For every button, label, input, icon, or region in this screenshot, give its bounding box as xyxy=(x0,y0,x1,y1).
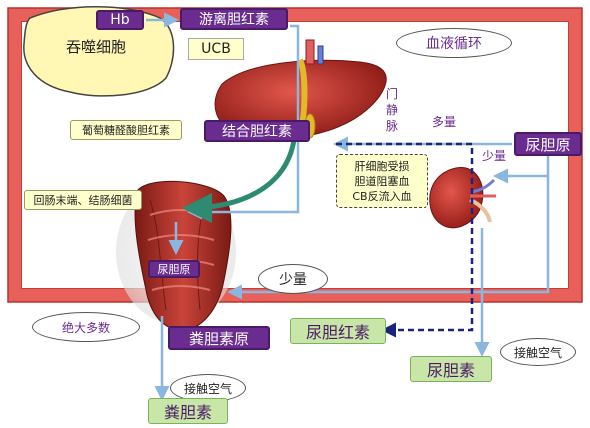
large-amount-label: 多量 xyxy=(432,115,457,129)
ucb-box: UCB xyxy=(188,38,244,60)
liver-damage-line-3: CB反流入血 xyxy=(352,189,412,203)
arrow-circulation-bottom xyxy=(236,176,550,294)
glucuronide-box: 葡萄糖醛酸胆红素 xyxy=(70,120,182,140)
flow-arrows xyxy=(146,12,550,401)
air-contact-bottom-oval: 接触空气 xyxy=(170,374,246,402)
majority-oval: 绝大多数 xyxy=(32,312,140,342)
small-amount-right-label: 少量 xyxy=(481,148,506,163)
hb-box: Hb xyxy=(96,10,144,30)
liver-damage-line-2: 胆道阻塞血 xyxy=(354,174,410,188)
urobilin-box: 尿胆素 xyxy=(410,356,492,382)
kidney-illustration xyxy=(429,167,496,229)
free-bilirubin-box: 游离胆红素 xyxy=(180,8,288,30)
arrow-bile-to-gut xyxy=(182,139,297,223)
portal-vein-label: 门静脉 xyxy=(385,87,398,133)
urobilinogen-gut-box: 尿胆原 xyxy=(148,260,200,278)
ileum-bacteria-box: 回肠末端、结肠细菌 xyxy=(24,190,142,210)
small-amount-mid-oval: 少量 xyxy=(258,264,328,294)
bilirubin-urine-box: 尿胆红素 xyxy=(290,318,386,344)
phagocyte-label: 吞噬细胞 xyxy=(65,37,126,56)
urobilinogen-top-box: 尿胆原 xyxy=(514,132,582,156)
stercobilin-box: 粪胆素 xyxy=(148,398,228,424)
liver-damage-line-1: 肝细胞受损 xyxy=(354,159,410,173)
arrow-free-to-gut xyxy=(187,24,300,220)
liver-damage-note: 肝细胞受损 胆道阻塞血 CB反流入血 xyxy=(336,154,428,208)
stercobilinogen-box: 粪胆素原 xyxy=(168,326,270,350)
blood-circulation-oval: 血液循环 xyxy=(396,28,512,58)
air-contact-right-oval: 接触空气 xyxy=(500,338,576,366)
conjugated-bilirubin-box: 结合胆红素 xyxy=(204,120,310,142)
